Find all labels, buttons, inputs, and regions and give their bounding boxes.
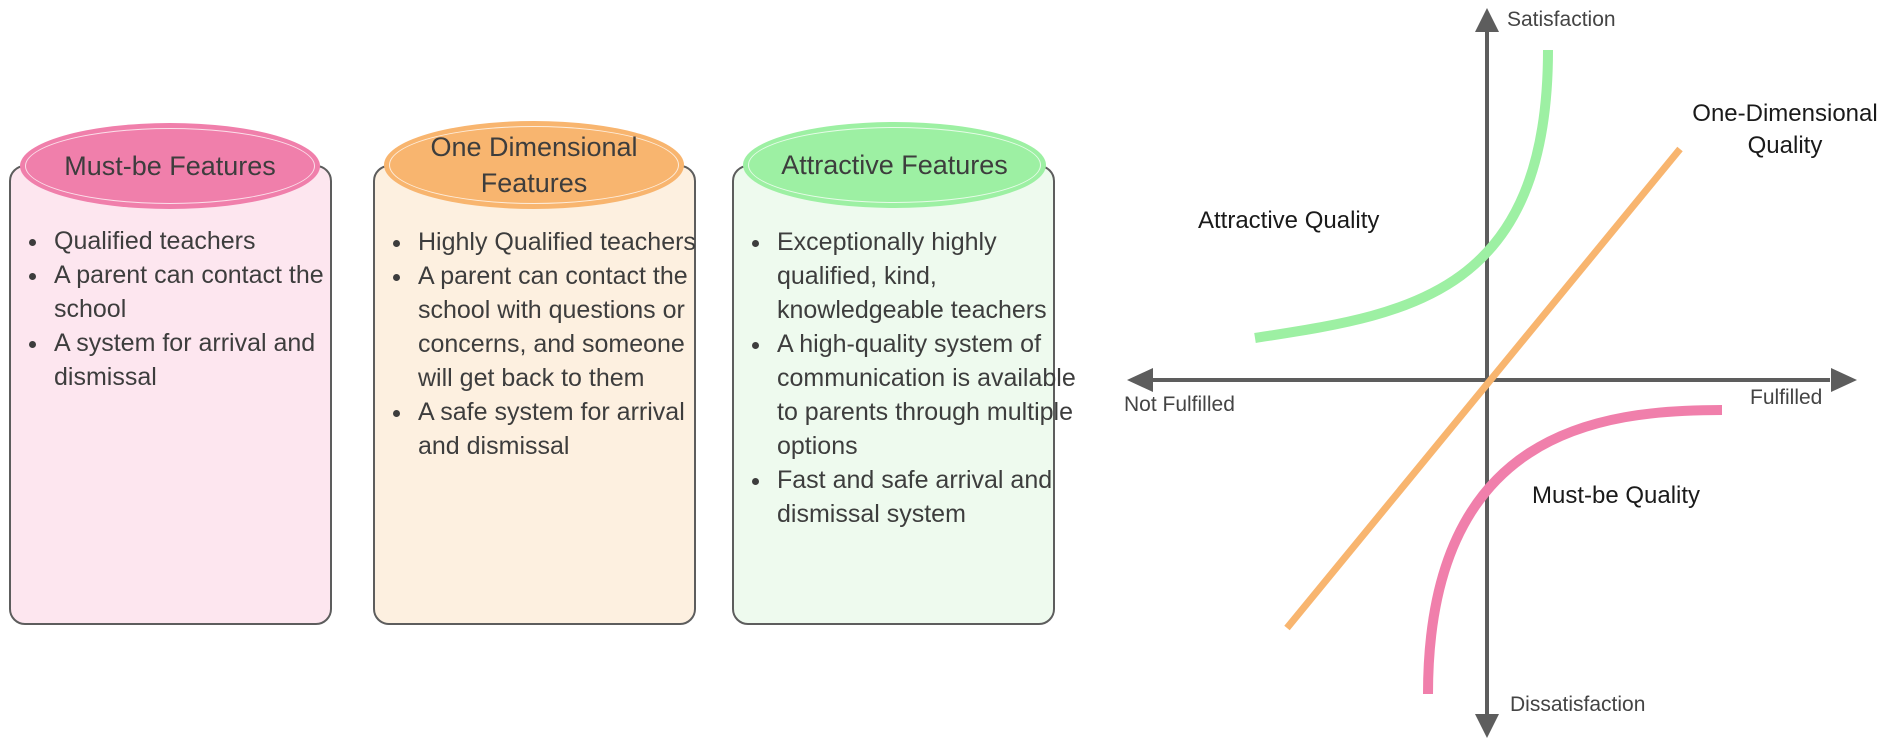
dissatisfaction-label: Dissatisfaction [1510,693,1646,716]
attractive-title: Attractive Features [781,150,1008,180]
satisfaction-label: Satisfaction [1507,8,1616,31]
attractive-title-pill: Attractive Features [743,122,1046,208]
attractive-card [732,165,1055,625]
list-item: A high-quality system of communication i… [773,327,1085,463]
one-dimensional-title-line1: One Dimensional [430,132,638,162]
one-dimensional-title-line2: Features [480,168,588,198]
one-dimensional-card [373,165,696,625]
must-be-quality-label: Must-be Quality [1532,482,1701,509]
list-item: Fast and safe arrival and dismissal syst… [773,463,1085,531]
not-fulfilled-label: Not Fulfilled [1124,393,1235,416]
list-item: A parent can contact the school [50,258,350,326]
fulfilled-label: Fulfilled [1750,386,1823,409]
one-dimensional-title: One Dimensional Features [430,129,637,201]
must-be-title-pill: Must-be Features [20,123,320,209]
axis-arrow-right [1831,368,1857,392]
must-be-list: Qualified teachers A parent can contact … [18,224,350,394]
axis-arrow-up [1475,8,1499,32]
one-dimensional-curve [1284,146,1683,631]
one-dimensional-list: Highly Qualified teachers A parent can c… [382,225,724,463]
must-be-curve [1423,405,1723,695]
list-item: Exceptionally highly qualified, kind, kn… [773,225,1085,327]
attractive-list: Exceptionally highly qualified, kind, kn… [741,225,1085,531]
list-item: A parent can contact the school with que… [414,259,724,395]
axis-arrow-left [1127,368,1153,392]
attractive-quality-label: Attractive Quality [1198,207,1380,234]
one-dimensional-quality-label: One-Dimensional Quality [1680,98,1890,162]
must-be-card [9,165,332,625]
list-item: Qualified teachers [50,224,350,258]
attractive-curve [1254,49,1553,343]
list-item: A safe system for arrival and dismissal [414,395,724,463]
list-item: A system for arrival and dismissal [50,326,350,394]
one-dimensional-title-pill: One Dimensional Features [384,121,684,209]
must-be-title: Must-be Features [64,151,276,181]
list-item: Highly Qualified teachers [414,225,724,259]
one-dimensional-quality-line2: Quality [1747,132,1823,159]
axis-arrow-down [1475,714,1499,738]
one-dimensional-quality-line1: One-Dimensional [1692,100,1878,127]
